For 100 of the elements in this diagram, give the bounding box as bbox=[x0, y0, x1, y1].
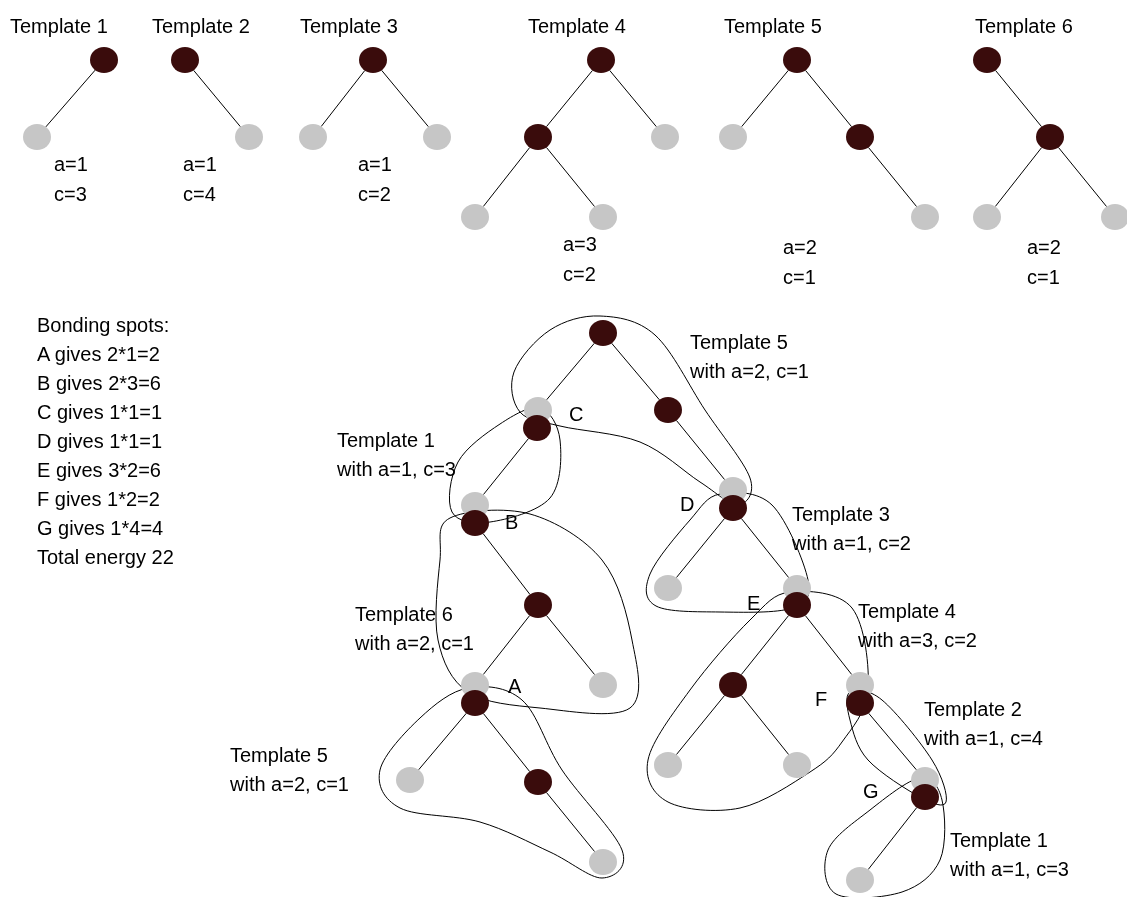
label-text: A bbox=[508, 674, 522, 699]
light-node bbox=[1101, 204, 1127, 230]
label-text: c=1 bbox=[1027, 265, 1060, 290]
dark-node bbox=[783, 592, 811, 618]
label-text: Template 6 bbox=[975, 14, 1073, 39]
dark-node bbox=[589, 320, 617, 346]
dark-node bbox=[846, 690, 874, 716]
tree-edge bbox=[994, 147, 1043, 207]
light-node bbox=[235, 124, 263, 150]
template-label: Template 1 with a=1, c=3 bbox=[950, 828, 1070, 882]
tree-edge bbox=[482, 147, 531, 207]
tree-edge bbox=[867, 146, 918, 208]
dark-node bbox=[719, 672, 747, 698]
label-text: C bbox=[569, 402, 584, 427]
light-node bbox=[589, 672, 617, 698]
label-text: A gives 2*1=2 bbox=[37, 342, 160, 367]
template-label: Template 5 with a=2, c=1 bbox=[230, 743, 350, 797]
dark-node bbox=[1036, 124, 1064, 150]
tree-edge bbox=[482, 437, 530, 496]
dark-node bbox=[90, 47, 118, 73]
light-node bbox=[654, 575, 682, 601]
tree-edge bbox=[805, 69, 852, 128]
light-node bbox=[299, 124, 327, 150]
tree-edge bbox=[867, 807, 918, 870]
tree-edge bbox=[740, 694, 790, 756]
dark-node bbox=[783, 47, 811, 73]
light-node bbox=[846, 867, 874, 893]
tree-edge bbox=[418, 712, 467, 771]
light-node bbox=[589, 204, 617, 230]
dark-node bbox=[587, 47, 615, 73]
template-label: Template 6 with a=2, c=1 bbox=[355, 602, 475, 656]
label-text: F gives 1*2=2 bbox=[37, 487, 160, 512]
label-text: Bonding spots: bbox=[37, 313, 170, 338]
dark-node bbox=[524, 592, 552, 618]
tree-edge bbox=[1057, 146, 1108, 208]
label-text: Template 2 bbox=[152, 14, 250, 39]
template-label: Template 2 with a=1, c=4 bbox=[924, 697, 1044, 751]
label-text: c=1 bbox=[783, 265, 816, 290]
tree-edge bbox=[320, 70, 366, 127]
light-node bbox=[589, 849, 617, 875]
label-text: c=4 bbox=[183, 182, 216, 207]
dark-node bbox=[461, 510, 489, 536]
label-text: F bbox=[815, 687, 828, 712]
tree-edge bbox=[868, 712, 917, 771]
tree-edge bbox=[482, 712, 531, 773]
label-text: E gives 3*2=6 bbox=[37, 458, 161, 483]
tree-edge bbox=[482, 533, 531, 595]
tree-edge bbox=[675, 517, 726, 579]
dark-node bbox=[973, 47, 1001, 73]
light-node bbox=[461, 204, 489, 230]
tree-edge bbox=[675, 694, 726, 756]
label-text: B bbox=[505, 510, 519, 535]
light-node bbox=[911, 204, 939, 230]
label-text: a=1 bbox=[183, 152, 217, 177]
tree-edge bbox=[995, 69, 1042, 128]
label-text: Template 3 bbox=[300, 14, 398, 39]
label-text: a=1 bbox=[54, 152, 88, 177]
tree-edge bbox=[545, 791, 596, 853]
label-text: a=1 bbox=[358, 152, 392, 177]
label-text: G bbox=[863, 779, 879, 804]
light-node bbox=[651, 124, 679, 150]
tree-edge bbox=[740, 517, 790, 579]
light-node bbox=[719, 124, 747, 150]
dark-node bbox=[524, 769, 552, 795]
label-text: Total energy 22 bbox=[37, 545, 174, 570]
light-node bbox=[783, 752, 811, 778]
label-text: a=2 bbox=[783, 235, 817, 260]
tree-edge bbox=[545, 146, 596, 208]
label-text: a=3 bbox=[563, 232, 597, 257]
light-node bbox=[396, 767, 424, 793]
tree-edge bbox=[381, 69, 429, 128]
dark-node bbox=[846, 124, 874, 150]
label-text: E bbox=[747, 591, 761, 616]
tree-edge bbox=[675, 419, 726, 481]
label-text: D gives 1*1=1 bbox=[37, 429, 163, 454]
label-text: c=3 bbox=[54, 182, 87, 207]
label-text: Template 4 bbox=[528, 14, 626, 39]
light-node bbox=[423, 124, 451, 150]
dark-node bbox=[171, 47, 199, 73]
tree-edge bbox=[740, 614, 790, 676]
tree-edge bbox=[482, 615, 531, 675]
label-text: c=2 bbox=[563, 262, 596, 287]
label-text: B gives 2*3=6 bbox=[37, 371, 161, 396]
tree-edge bbox=[545, 614, 596, 676]
label-text: Template 1 bbox=[10, 14, 108, 39]
template-label: Template 5 with a=2, c=1 bbox=[690, 330, 810, 384]
light-node bbox=[654, 752, 682, 778]
light-node bbox=[23, 124, 51, 150]
dark-node bbox=[461, 690, 489, 716]
light-node bbox=[973, 204, 1001, 230]
tree-edge bbox=[193, 69, 241, 128]
label-text: D bbox=[680, 492, 695, 517]
label-text: Template 5 bbox=[724, 14, 822, 39]
tree-edge bbox=[546, 342, 595, 401]
tree-edge bbox=[741, 69, 789, 128]
dark-node bbox=[654, 397, 682, 423]
tree-edge bbox=[609, 69, 657, 128]
label-text: c=2 bbox=[358, 182, 391, 207]
label-text: G gives 1*4=4 bbox=[37, 516, 164, 541]
tree-edge bbox=[546, 69, 593, 128]
